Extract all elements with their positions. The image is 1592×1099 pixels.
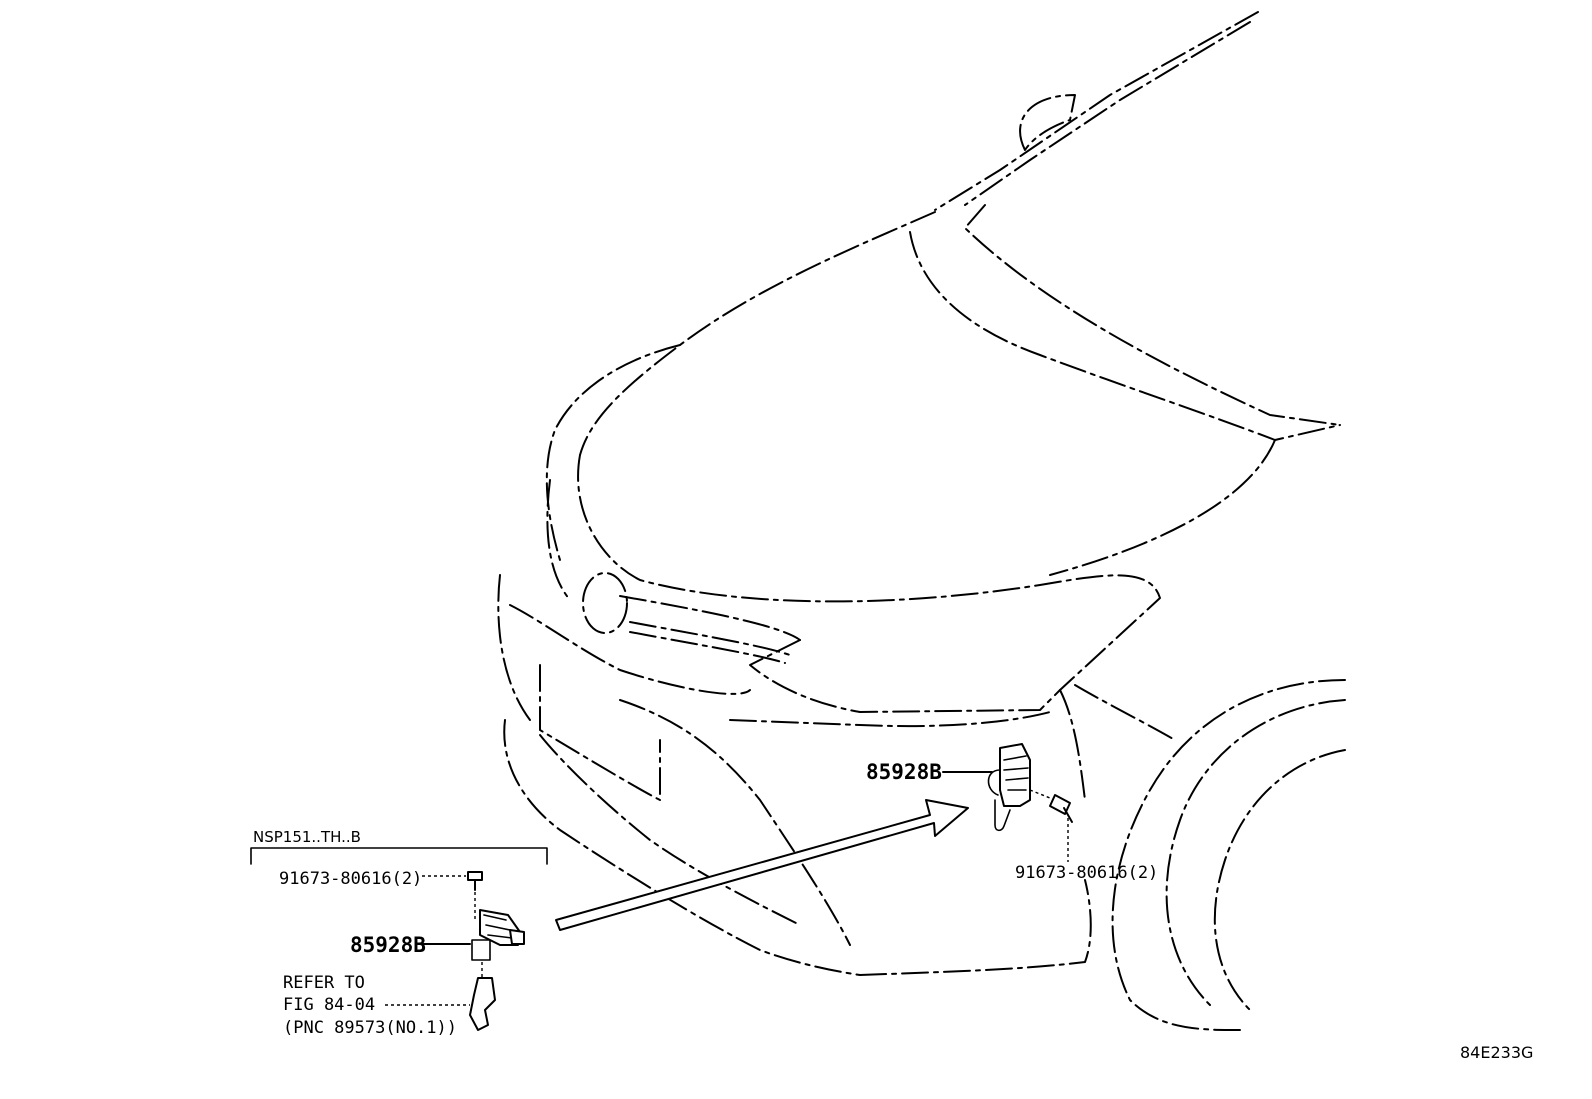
headlamp-right bbox=[749, 639, 1061, 713]
inset-mount-bracket bbox=[469, 977, 496, 1031]
location-arrow bbox=[555, 799, 969, 931]
windshield-lower bbox=[964, 204, 1341, 426]
lower-bumper-inner bbox=[539, 734, 801, 926]
inset-refer-line1: REFER TO bbox=[283, 973, 365, 993]
main-sensor-assembly bbox=[942, 743, 1073, 862]
main-sensor-detail bbox=[1003, 755, 1029, 791]
inset-refer-line2: FIG 84-04 bbox=[283, 995, 375, 1015]
wheel-arch bbox=[1111, 679, 1346, 1031]
main-sensor-label: 85928B bbox=[866, 760, 942, 784]
lower-bumper-outer bbox=[503, 719, 861, 976]
bumper-side bbox=[497, 574, 531, 721]
hood-side bbox=[1049, 439, 1276, 576]
inset-sensor-bracket bbox=[471, 939, 491, 961]
hood-panel bbox=[909, 231, 1341, 441]
figure-code: 84E233G bbox=[1460, 1043, 1533, 1062]
emblem bbox=[582, 572, 628, 634]
plate-area bbox=[539, 664, 661, 801]
bumper-bottom bbox=[859, 879, 1092, 976]
variant-label: NSP151..TH..B bbox=[253, 828, 361, 846]
headlamp-upper bbox=[545, 344, 681, 561]
inset-sensor-detail bbox=[483, 914, 513, 939]
main-bolt-label: 91673-80616(2) bbox=[1015, 863, 1158, 883]
main-bolt-icon bbox=[1049, 794, 1073, 823]
bumper-upper bbox=[509, 604, 751, 695]
tire-inner bbox=[1213, 749, 1346, 1011]
inset-bolt-label: 91673-80616(2) bbox=[279, 869, 422, 889]
headlamp-lower bbox=[729, 711, 1051, 728]
fender-edge bbox=[1059, 689, 1086, 801]
side-mirror bbox=[1019, 94, 1076, 151]
lower-opening bbox=[619, 699, 851, 946]
main-sensor-bracket bbox=[999, 743, 1031, 807]
fender-line bbox=[1074, 684, 1176, 741]
car-body-outline bbox=[497, 11, 1346, 1031]
inset-sensor-plug bbox=[509, 929, 525, 945]
inset-sensor-label: 85928B bbox=[350, 933, 426, 957]
hood-edge bbox=[579, 211, 936, 456]
variant-inset bbox=[250, 847, 548, 1031]
headlamp-inner bbox=[546, 479, 571, 601]
inset-bolt-icon bbox=[467, 871, 483, 891]
grille-upper bbox=[619, 595, 801, 641]
a-pillar-line bbox=[964, 21, 1251, 206]
grille-bar bbox=[629, 621, 791, 664]
inset-bracket bbox=[250, 847, 548, 865]
main-bolt-axis bbox=[1029, 789, 1056, 801]
inset-refer-line3: (PNC 89573(NO.1)) bbox=[283, 1018, 457, 1038]
tire-outer bbox=[1165, 699, 1346, 1006]
hood-nose bbox=[577, 454, 1161, 691]
roof-line bbox=[934, 11, 1259, 211]
main-sensor-connector bbox=[987, 769, 1011, 832]
